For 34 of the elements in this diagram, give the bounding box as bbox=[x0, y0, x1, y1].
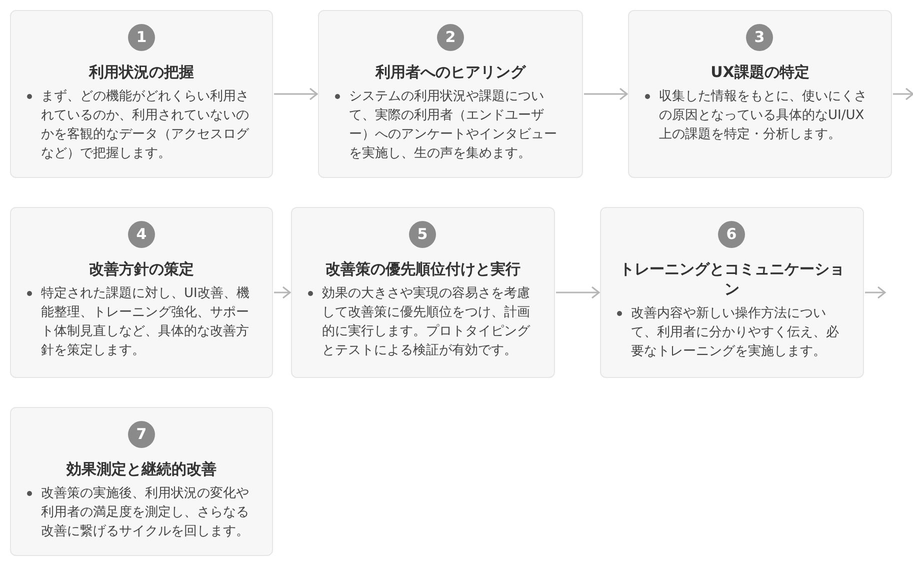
step-title: 利用者へのヒアリング bbox=[374, 62, 527, 82]
step-card bbox=[10, 407, 273, 556]
number-badge: 7 bbox=[128, 421, 155, 448]
arrow bbox=[865, 286, 886, 299]
number-badge: 1 bbox=[128, 24, 155, 51]
step-card bbox=[291, 207, 555, 378]
arrow bbox=[893, 88, 913, 100]
step-description: 改善内容や新しい操作方法について、利用者に分かりやすく伝え、必要なトレーニングを実施します。 bbox=[631, 305, 840, 361]
step-description: 特定された課題に対し、UI改善、機能整理、トレーニング強化、サポート体制見直しなど、具体的な改善方針を策定します。 bbox=[41, 285, 250, 360]
step-title: 改善策の優先順位付けと実行 bbox=[324, 259, 522, 279]
step-title: 改善方針の策定 bbox=[88, 259, 195, 279]
step-title: UX課題の特定 bbox=[710, 62, 810, 82]
step-card bbox=[318, 10, 583, 178]
number-badge: 4 bbox=[128, 221, 155, 248]
number-badge: 6 bbox=[718, 221, 745, 248]
arrow bbox=[274, 286, 292, 299]
number-badge: 5 bbox=[409, 221, 436, 248]
step-card bbox=[628, 10, 892, 178]
step-title: 利用状況の把握 bbox=[88, 62, 195, 82]
step-card bbox=[10, 10, 273, 178]
number-badge: 3 bbox=[746, 24, 773, 51]
arrow bbox=[556, 286, 600, 299]
step-description: 改善策の実施後、利用状況の変化や利用者の満足度を測定し、さらなる改善に繋げるサイクルを回します。 bbox=[41, 485, 250, 541]
step-description: まず、どの機能がどれくらい利用されているのか、利用されていないのかを客観的なデータ（アクセスログなど）で把握します。 bbox=[41, 88, 250, 163]
step-title: トレーニングとコミュニケーション bbox=[618, 259, 846, 299]
step-title: 効果測定と継続的改善 bbox=[65, 459, 218, 479]
arrow bbox=[274, 88, 318, 100]
step-description: 収集した情報をもとに、使いにくさの原因となっている具体的なUI/UX上の課題を特定・分析します。 bbox=[659, 88, 868, 144]
step-description: システムの利用状況や課題について、実際の利用者（エンドユーザー）へのアンケートやインタビューを実施し、生の声を集めます。 bbox=[349, 88, 558, 163]
step-description: 効果の大きさや実現の容易さを考慮して改善策に優先順位をつけ、計画的に実行します。プロトタイピングとテストによる検証が有効です。 bbox=[322, 285, 532, 360]
arrow bbox=[584, 88, 628, 100]
step-card bbox=[10, 207, 273, 378]
number-badge: 2 bbox=[437, 24, 464, 51]
step-card bbox=[600, 207, 864, 378]
